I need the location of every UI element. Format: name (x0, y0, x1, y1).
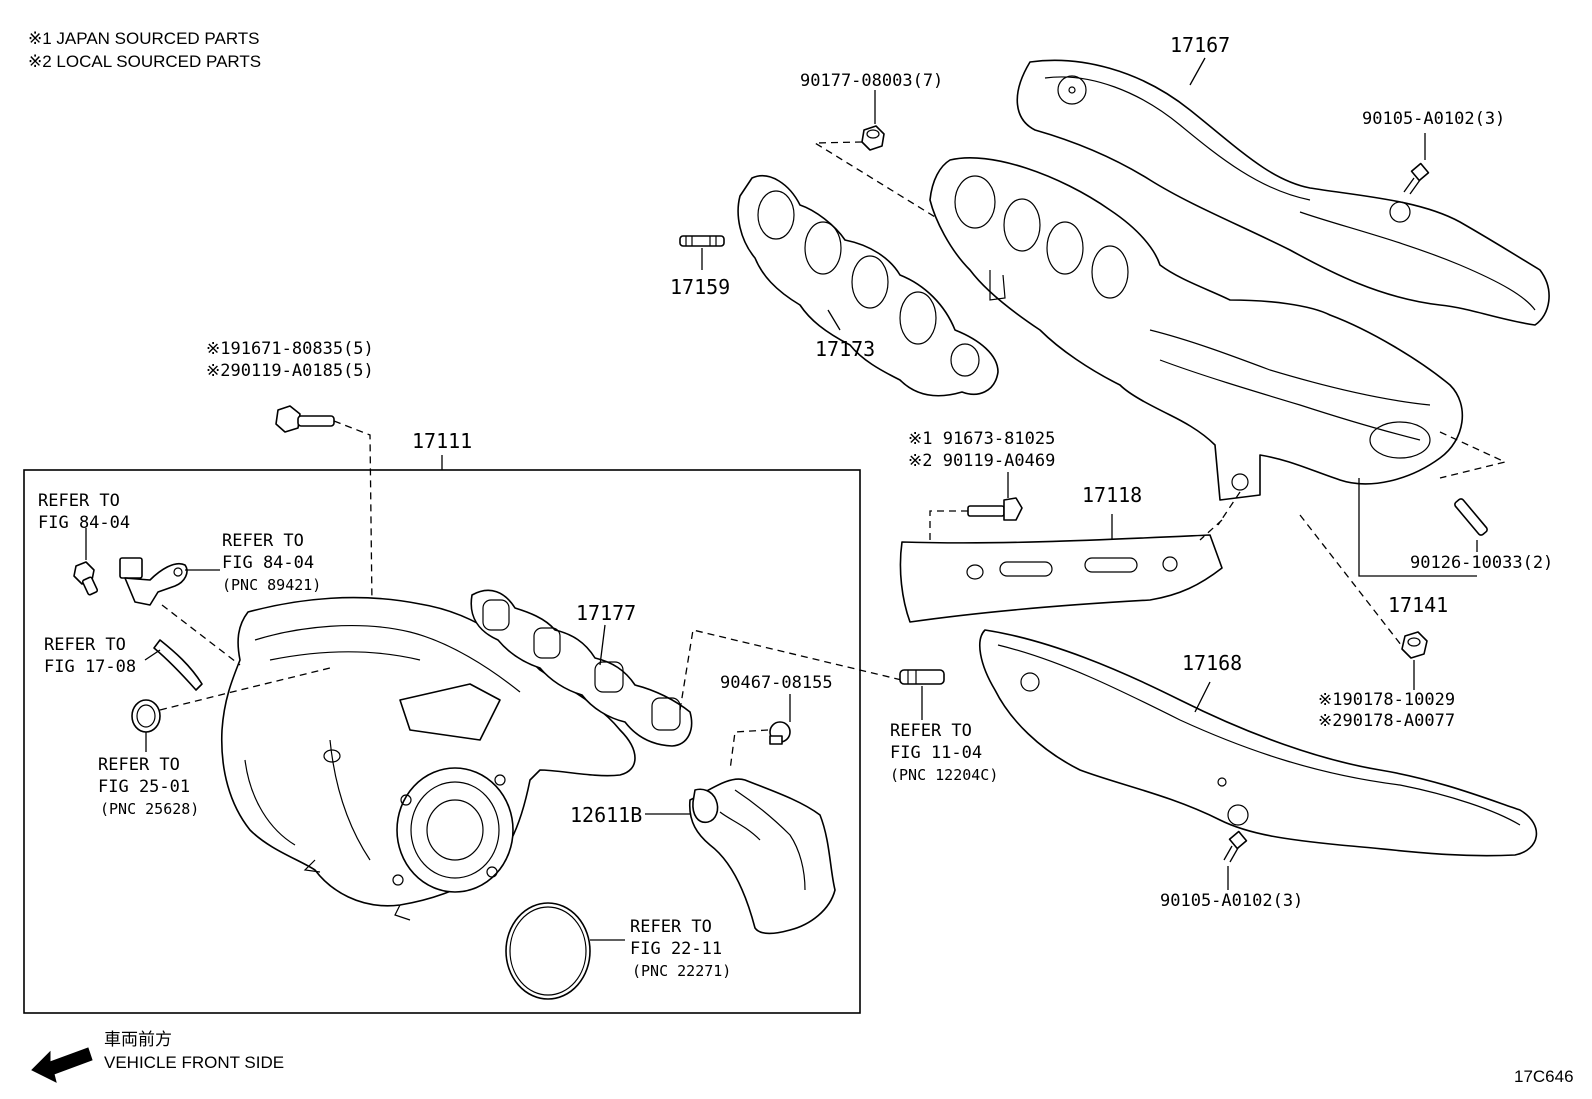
bolt-91673[interactable] (967, 497, 1023, 521)
ref-fig8404-b-line2[interactable]: FIG 84-04 (222, 553, 314, 573)
ref-fig2501-line2[interactable]: FIG 25-01 (98, 777, 190, 797)
screw-90105-bottom[interactable] (1223, 830, 1248, 863)
insulator-12611b[interactable] (688, 778, 836, 935)
dashed-guide-91671 (333, 420, 373, 606)
callout-90178-local[interactable]: ※290178-A0077 (1318, 711, 1455, 731)
ref-fig2211-line2[interactable]: FIG 22-11 (630, 939, 722, 959)
dashed-guide-sensor (161, 604, 241, 666)
intake-manifold-body[interactable] (220, 596, 636, 921)
callout-91673[interactable]: ※1 91673-81025 (908, 429, 1055, 449)
dashed-guide-91673 (929, 510, 968, 545)
clip-90467[interactable] (769, 721, 791, 745)
callout-17173[interactable]: 17173 (815, 337, 875, 361)
note-japan-sourced: ※1 JAPAN SOURCED PARTS (28, 29, 260, 48)
callout-90105-bottom[interactable]: 90105-A0102(3) (1160, 891, 1303, 911)
exhaust-heat-insulator-lower[interactable] (979, 629, 1538, 857)
exhaust-manifold-gasket-17173[interactable] (737, 175, 999, 397)
ref-fig1104-line1: REFER TO (890, 721, 972, 741)
ref-fig2211-line1: REFER TO (630, 917, 712, 937)
dashed-guide-17118 (1199, 519, 1223, 541)
ref-fig8404-a-line2[interactable]: FIG 84-04 (38, 513, 130, 533)
callout-90126[interactable]: 90126-10033(2) (1410, 553, 1553, 573)
callout-90105-top[interactable]: 90105-A0102(3) (1362, 109, 1505, 129)
note-local-sourced: ※2 LOCAL SOURCED PARTS (28, 52, 261, 71)
screw-ref-84-04[interactable] (73, 561, 99, 596)
callout-90177[interactable]: 90177-08003(7) (800, 71, 943, 91)
direction-japanese: 車両前方 (104, 1030, 172, 1049)
direction-english: VEHICLE FRONT SIDE (104, 1053, 284, 1072)
stud-90126[interactable] (1454, 498, 1489, 537)
hose-ref-17-08[interactable] (153, 639, 203, 691)
screw-90105-top[interactable] (1403, 162, 1430, 195)
dashed-guide-17141-left (1217, 491, 1241, 526)
leader-17168 (1194, 681, 1211, 713)
dashed-guide-90467 (729, 729, 769, 771)
ref-fig8404-b-pnc: (PNC 89421) (222, 576, 321, 594)
ring-gasket-ref-22-11[interactable] (505, 902, 591, 1000)
manifold-stay-17118[interactable] (899, 534, 1223, 623)
dashed-guide-90178 (1299, 514, 1406, 651)
leader-17177 (599, 624, 606, 666)
ref-fig1104-line2[interactable]: FIG 11-04 (890, 743, 982, 763)
ref-fig8404-b-line1: REFER TO (222, 531, 304, 551)
dashed-guide-clamp (159, 667, 331, 711)
stud-17159[interactable] (679, 235, 725, 247)
figure-code: 17C646 (1514, 1067, 1574, 1086)
exhaust-heat-insulator-upper[interactable] (1016, 59, 1550, 326)
callout-17159[interactable]: 17159 (670, 275, 730, 299)
ref-fig1708-line2[interactable]: FIG 17-08 (44, 657, 136, 677)
clamp-ref-25-01[interactable] (131, 699, 161, 733)
callout-90119-a0185[interactable]: ※290119-A0185(5) (206, 361, 374, 381)
callout-12611b[interactable]: 12611B (570, 803, 642, 827)
callout-90119-a0469[interactable]: ※2 90119-A0469 (908, 451, 1055, 471)
callout-17168[interactable]: 17168 (1182, 651, 1242, 675)
ref-fig1104-pnc: (PNC 12204C) (890, 766, 998, 784)
leader-fig1708 (144, 649, 161, 661)
dashed-guide-17177 (679, 629, 911, 711)
intake-manifold-gasket-17177[interactable] (470, 589, 693, 747)
ref-fig2501-line1: REFER TO (98, 755, 180, 775)
nut-90178[interactable] (1401, 631, 1428, 659)
leader-17141 (1358, 478, 1477, 577)
sensor-ref-84-04[interactable] (119, 557, 188, 606)
arrow-left-icon (31, 1047, 93, 1083)
callout-17167[interactable]: 17167 (1170, 33, 1230, 57)
callout-17177[interactable]: 17177 (576, 601, 636, 625)
bolt-91671[interactable] (275, 405, 335, 433)
leader-17167 (1189, 57, 1206, 86)
ref-fig2211-pnc: (PNC 22271) (632, 962, 731, 980)
nut-90177[interactable] (861, 125, 885, 151)
ref-fig1708-line1: REFER TO (44, 635, 126, 655)
callout-17111[interactable]: 17111 (412, 429, 472, 453)
callout-91671[interactable]: ※191671-80835(5) (206, 339, 374, 359)
ref-fig8404-a-line1: REFER TO (38, 491, 120, 511)
leader-17173 (827, 309, 841, 331)
callout-17118[interactable]: 17118 (1082, 483, 1142, 507)
callout-90467[interactable]: 90467-08155 (720, 673, 833, 693)
ref-fig2501-pnc: (PNC 25628) (100, 800, 199, 818)
bolt-ref-11-04[interactable] (899, 669, 945, 685)
callout-90178-japan[interactable]: ※190178-10029 (1318, 690, 1455, 710)
dashed-guide-90177 (812, 141, 941, 221)
exhaust-manifold-17141[interactable] (929, 156, 1464, 501)
callout-17141[interactable]: 17141 (1388, 593, 1448, 617)
